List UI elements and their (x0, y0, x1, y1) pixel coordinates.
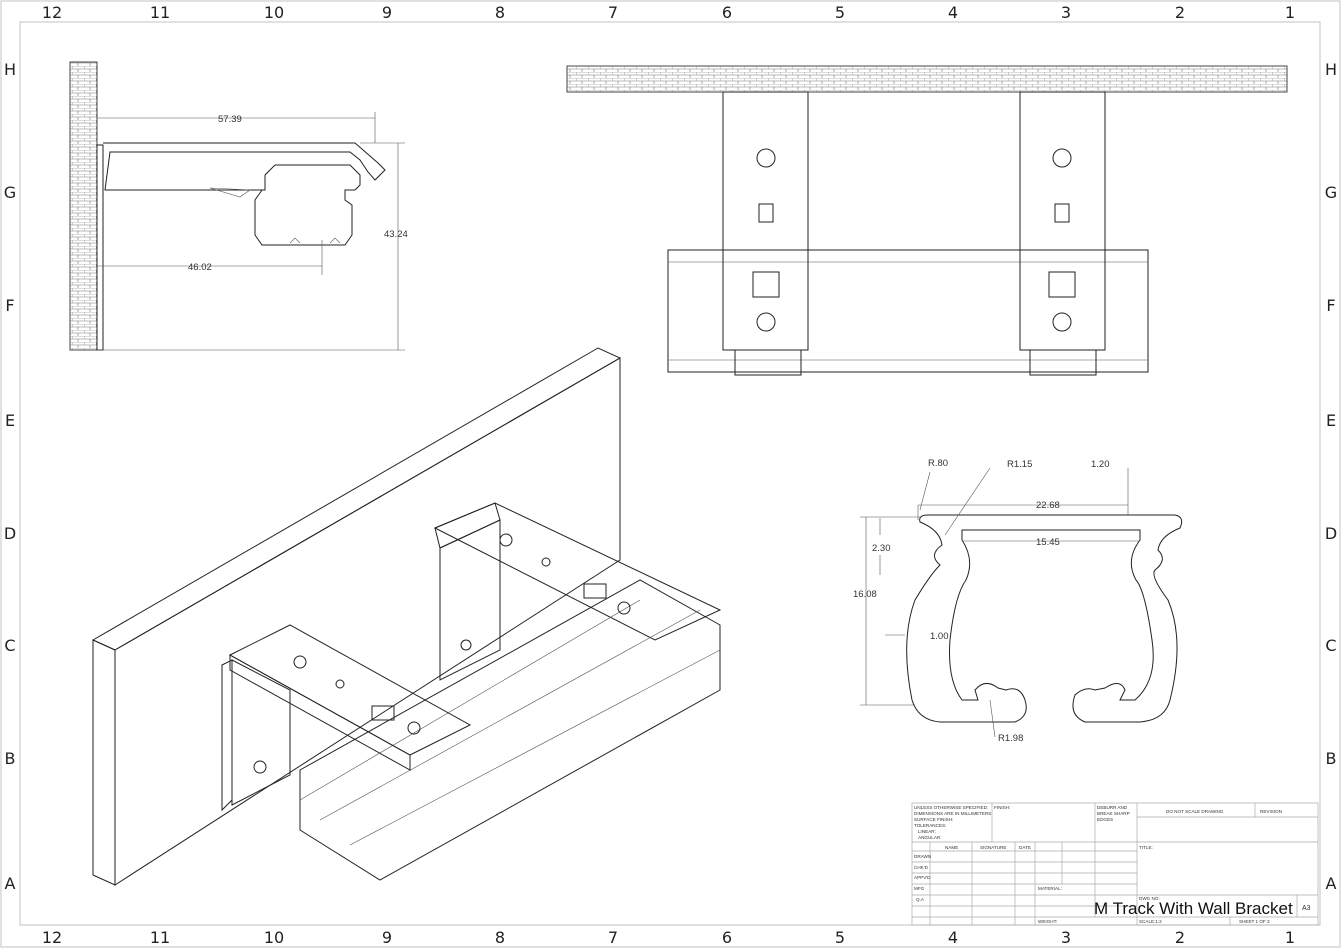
column-marker-top: 4 (948, 3, 958, 22)
row-marker-left: G (4, 183, 16, 202)
column-marker-bottom: 11 (150, 928, 170, 947)
svg-text:DWG NO.: DWG NO. (1139, 896, 1160, 901)
dim-43-24: 43.24 (384, 229, 408, 240)
bracket-plate (96, 144, 104, 351)
column-marker-bottom: 10 (264, 928, 284, 947)
svg-text:APPV'D: APPV'D (914, 875, 931, 880)
row-marker-right: H (1325, 60, 1337, 79)
column-marker-top: 10 (264, 3, 284, 22)
top-view (566, 65, 1288, 376)
column-marker-bottom: 1 (1285, 928, 1295, 947)
track-profile (906, 514, 1183, 723)
column-marker-top: 5 (835, 3, 845, 22)
dim-1-20: 1.20 (1091, 459, 1110, 470)
dim-22-68: 22.68 (1036, 500, 1060, 511)
drawing-title: M Track With Wall Bracket (1094, 899, 1293, 918)
row-marker-right: G (1325, 183, 1337, 202)
svg-text:SIGNATURE: SIGNATURE (980, 845, 1006, 850)
dim-46-02: 46.02 (188, 262, 212, 273)
row-marker-right: E (1326, 411, 1336, 430)
svg-text:TITLE:: TITLE: (1139, 845, 1153, 850)
profile-view: R.80 R1.15 1.20 22.68 2.30 15.45 16.08 1… (853, 458, 1183, 744)
dimension-lines (97, 112, 405, 351)
row-marker-left: F (5, 296, 14, 315)
wall-hatch (69, 61, 98, 351)
column-marker-top: 11 (150, 3, 170, 22)
title-block-note: ANGULAR: (918, 835, 942, 840)
track-detail (209, 187, 341, 244)
svg-text:DO NOT SCALE DRAWING: DO NOT SCALE DRAWING (1166, 809, 1224, 814)
dim-r1-15: R1.15 (1007, 459, 1032, 470)
svg-text:MFG: MFG (914, 886, 925, 891)
side-view: 57.39 43.24 46.02 (69, 61, 408, 351)
bracket-left (722, 91, 809, 376)
dim-16-08: 16.08 (853, 589, 877, 600)
svg-text:BREAK SHARP: BREAK SHARP (1097, 811, 1130, 816)
row-marker-right: F (1326, 296, 1335, 315)
row-marker-left: D (4, 524, 16, 543)
svg-text:WEIGHT:: WEIGHT: (1038, 919, 1057, 924)
title-block: UNLESS OTHERWISE SPECIFIED:DIMENSIONS AR… (911, 802, 1319, 926)
svg-text:MATERIAL:: MATERIAL: (1038, 886, 1062, 891)
row-marker-left: E (5, 411, 15, 430)
dim-r-80: R.80 (928, 458, 948, 469)
column-marker-top: 2 (1175, 3, 1185, 22)
title-block-note: SURFACE FINISH: (914, 817, 953, 822)
svg-text:DRAWN: DRAWN (914, 854, 931, 859)
dim-57-39: 57.39 (218, 114, 242, 125)
column-marker-bottom: 7 (608, 928, 618, 947)
title-block-note: DIMENSIONS ARE IN MILLIMETERS (914, 811, 991, 816)
isometric-view (91, 347, 722, 886)
column-marker-bottom: 9 (382, 928, 392, 947)
column-marker-bottom: 8 (495, 928, 505, 947)
title-block-note: TOLERANCES: (914, 823, 946, 828)
row-marker-right: C (1325, 636, 1336, 655)
column-marker-top: 3 (1061, 3, 1071, 22)
column-marker-bottom: 5 (835, 928, 845, 947)
row-marker-right: D (1325, 524, 1337, 543)
svg-text:NAME: NAME (945, 845, 958, 850)
svg-text:Q.A: Q.A (916, 897, 925, 902)
ceiling-hatch (566, 65, 1288, 93)
dim-2-30: 2.30 (872, 543, 891, 554)
track-rail (667, 249, 1149, 373)
row-marker-right: B (1326, 749, 1337, 768)
svg-text:FINISH:: FINISH: (994, 805, 1010, 810)
svg-text:CHK'D: CHK'D (914, 865, 929, 870)
svg-text:SHEET 1 OF 3: SHEET 1 OF 3 (1239, 919, 1270, 924)
column-marker-top: 6 (722, 3, 732, 22)
dim-15-45: 15.45 (1036, 537, 1060, 548)
inner-frame (19, 21, 1321, 926)
column-marker-top: 7 (608, 3, 618, 22)
dim-r1-98: R1.98 (998, 733, 1023, 744)
column-marker-bottom: 12 (42, 928, 62, 947)
column-marker-top: 12 (42, 3, 62, 22)
title-block-note: UNLESS OTHERWISE SPECIFIED: (914, 805, 988, 810)
dim-1-00: 1.00 (930, 631, 949, 642)
column-marker-bottom: 4 (948, 928, 958, 947)
bracket-right (1019, 91, 1106, 376)
row-marker-right: A (1326, 874, 1337, 893)
row-marker-left: C (4, 636, 15, 655)
row-marker-left: B (5, 749, 16, 768)
column-marker-bottom: 3 (1061, 928, 1071, 947)
column-marker-top: 1 (1285, 3, 1295, 22)
row-marker-left: A (5, 874, 16, 893)
svg-text:REVISION: REVISION (1260, 809, 1282, 814)
title-block-note: LINEAR: (918, 829, 936, 834)
column-marker-top: 8 (495, 3, 505, 22)
svg-text:EDGES: EDGES (1097, 817, 1113, 822)
svg-text:DEBURR AND: DEBURR AND (1097, 805, 1128, 810)
sheet-size: A3 (1302, 905, 1311, 912)
svg-text:DATE: DATE (1019, 845, 1031, 850)
column-marker-bottom: 6 (722, 928, 732, 947)
row-marker-left: H (4, 60, 16, 79)
bracket-and-track-profile (103, 142, 386, 246)
column-marker-top: 9 (382, 3, 392, 22)
svg-text:SCALE:1:2: SCALE:1:2 (1139, 919, 1162, 924)
profile-dimension-lines (860, 467, 1140, 738)
column-marker-bottom: 2 (1175, 928, 1185, 947)
